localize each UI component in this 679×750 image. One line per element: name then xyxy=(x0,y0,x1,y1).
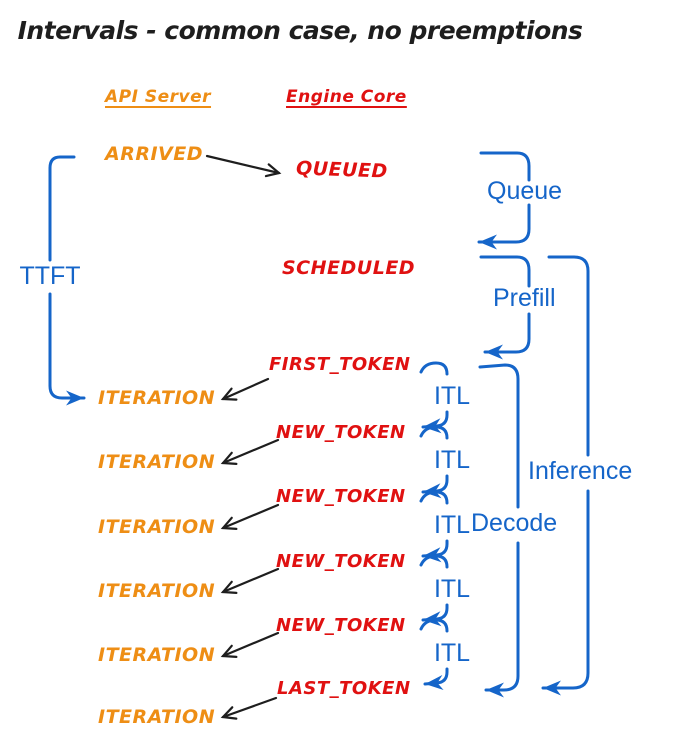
event-arrived: ARRIVED xyxy=(105,143,203,165)
event-iteration-2: ITERATION xyxy=(98,451,216,473)
interval-label-itl-3: ITL xyxy=(433,511,471,539)
interval-label-decode: Decode xyxy=(471,509,558,537)
event-new-token-4: NEW_TOKEN xyxy=(276,615,406,636)
event-iteration-3: ITERATION xyxy=(98,516,216,538)
interval-label-itl-4: ITL xyxy=(433,575,471,603)
decode-bracket xyxy=(478,363,520,698)
event-new-token-2: NEW_TOKEN xyxy=(276,486,406,507)
interval-label-itl-2: ITL xyxy=(433,446,471,474)
interval-label-queue: Queue xyxy=(487,177,563,205)
event-new-token-1: NEW_TOKEN xyxy=(276,422,406,443)
interval-label-prefill: Prefill xyxy=(493,284,556,312)
interval-label-inference: Inference xyxy=(528,457,633,485)
event-iteration-1: ITERATION xyxy=(98,387,216,409)
column-header-engine-core: Engine Core xyxy=(286,87,407,107)
event-iteration-4: ITERATION xyxy=(98,580,216,602)
queue-bracket xyxy=(477,151,531,250)
column-header-api-server: API Server xyxy=(105,87,212,107)
event-first-token: FIRST_TOKEN xyxy=(269,354,411,375)
event-queued: QUEUED xyxy=(295,157,389,183)
interval-label-itl-1: ITL xyxy=(433,382,471,410)
prefill-bracket xyxy=(479,255,531,360)
event-new-token-3: NEW_TOKEN xyxy=(276,551,406,572)
arrived-to-queued-arrow xyxy=(205,154,282,178)
interval-label-itl-5: ITL xyxy=(433,639,471,667)
event-iteration-5: ITERATION xyxy=(98,644,216,666)
diagram-title: Intervals - common case, no preemptions xyxy=(17,16,583,45)
event-scheduled: SCHEDULED xyxy=(282,257,416,279)
interval-label-ttft: TTFT xyxy=(19,262,81,290)
itl-bracket-5 xyxy=(419,618,449,690)
event-iteration-6: ITERATION xyxy=(98,706,216,728)
inference-bracket xyxy=(541,255,590,696)
ttft-bracket xyxy=(48,155,86,406)
event-last-token: LAST_TOKEN xyxy=(277,678,411,699)
token-to-iteration-arrows xyxy=(220,377,280,720)
